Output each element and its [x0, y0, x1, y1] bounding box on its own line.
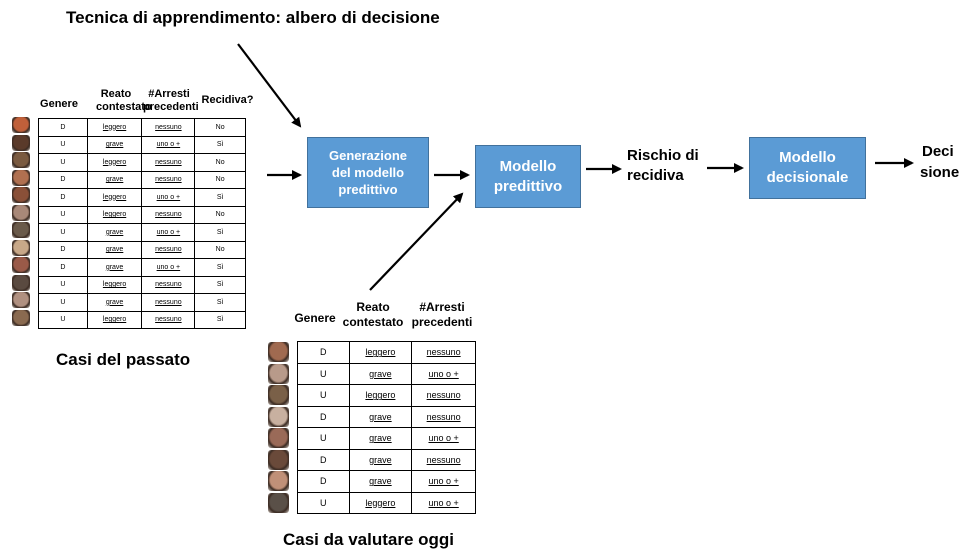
diagram-title: Tecnica di apprendimento: albero di deci…	[66, 8, 440, 27]
today-person-photo	[268, 363, 289, 384]
today-header-reato-text: Reato contestato	[342, 300, 404, 329]
box-generazione-modello: Generazione del modello predittivo	[307, 137, 429, 208]
today-header-arresti: #Arresti precedenti	[409, 300, 475, 330]
past-header-recidiva: Recidiva?	[201, 94, 254, 106]
past-person-photo	[12, 239, 30, 256]
past-header-arresti: #Arresti precedenti	[143, 88, 199, 114]
rischio-recidiva-label: Rischio di recidiva	[627, 146, 712, 186]
past-table-cell: Sì	[194, 310, 246, 329]
today-person-photo	[268, 342, 289, 362]
past-person-photo	[12, 274, 30, 291]
past-person-photo	[12, 117, 30, 133]
arrow-today-to-predittivo	[369, 192, 464, 291]
past-caption: Casi del passato	[56, 350, 191, 369]
rischio-recidiva-text: Rischio di recidiva	[627, 147, 699, 184]
past-person-photo	[12, 257, 30, 273]
box-modello-predittivo: Modello predittivo	[475, 145, 581, 208]
past-person-photo	[12, 152, 30, 168]
today-header-genere: Genere	[294, 311, 336, 325]
box-modello-decisionale: Modello decisionale	[749, 137, 866, 199]
past-person-photo	[12, 187, 30, 203]
past-person-photo	[12, 309, 30, 326]
today-person-photo	[268, 471, 289, 491]
decisione-label-2: sione	[920, 164, 960, 181]
today-person-photo	[268, 385, 289, 405]
past-person-photo	[12, 292, 30, 308]
past-header-reato-text: Reato contestato	[96, 88, 152, 113]
today-person-photo	[268, 449, 289, 470]
today-person-photo	[268, 428, 289, 448]
past-header-genere: Genere	[40, 98, 78, 110]
past-header-reato: Reato contestato	[96, 88, 152, 114]
today-header-arresti-text: #Arresti precedenti	[411, 300, 473, 329]
past-person-photo	[12, 222, 30, 238]
today-person-photo	[268, 492, 289, 513]
past-table-cell: U	[38, 310, 88, 329]
past-person-photo	[12, 169, 30, 186]
today-header-reato: Reato contestato	[342, 300, 404, 330]
box-modello-decisionale-label: Modello decisionale	[766, 149, 849, 186]
arrow-title-to-generazione	[237, 43, 302, 128]
past-person-photo	[12, 134, 30, 151]
past-table-cell: nessuno	[141, 310, 196, 329]
box-modello-predittivo-label: Modello predittivo	[493, 157, 563, 195]
today-table-cell: uno o +	[411, 491, 476, 514]
past-header-arresti-text: #Arresti precedenti	[143, 88, 199, 113]
decisione-label-1: Deci	[922, 143, 954, 160]
past-person-photo	[12, 204, 30, 221]
box-generazione-label: Generazione del modello predittivo	[328, 148, 408, 197]
today-caption: Casi da valutare oggi	[283, 530, 454, 549]
today-person-photo	[268, 406, 289, 427]
